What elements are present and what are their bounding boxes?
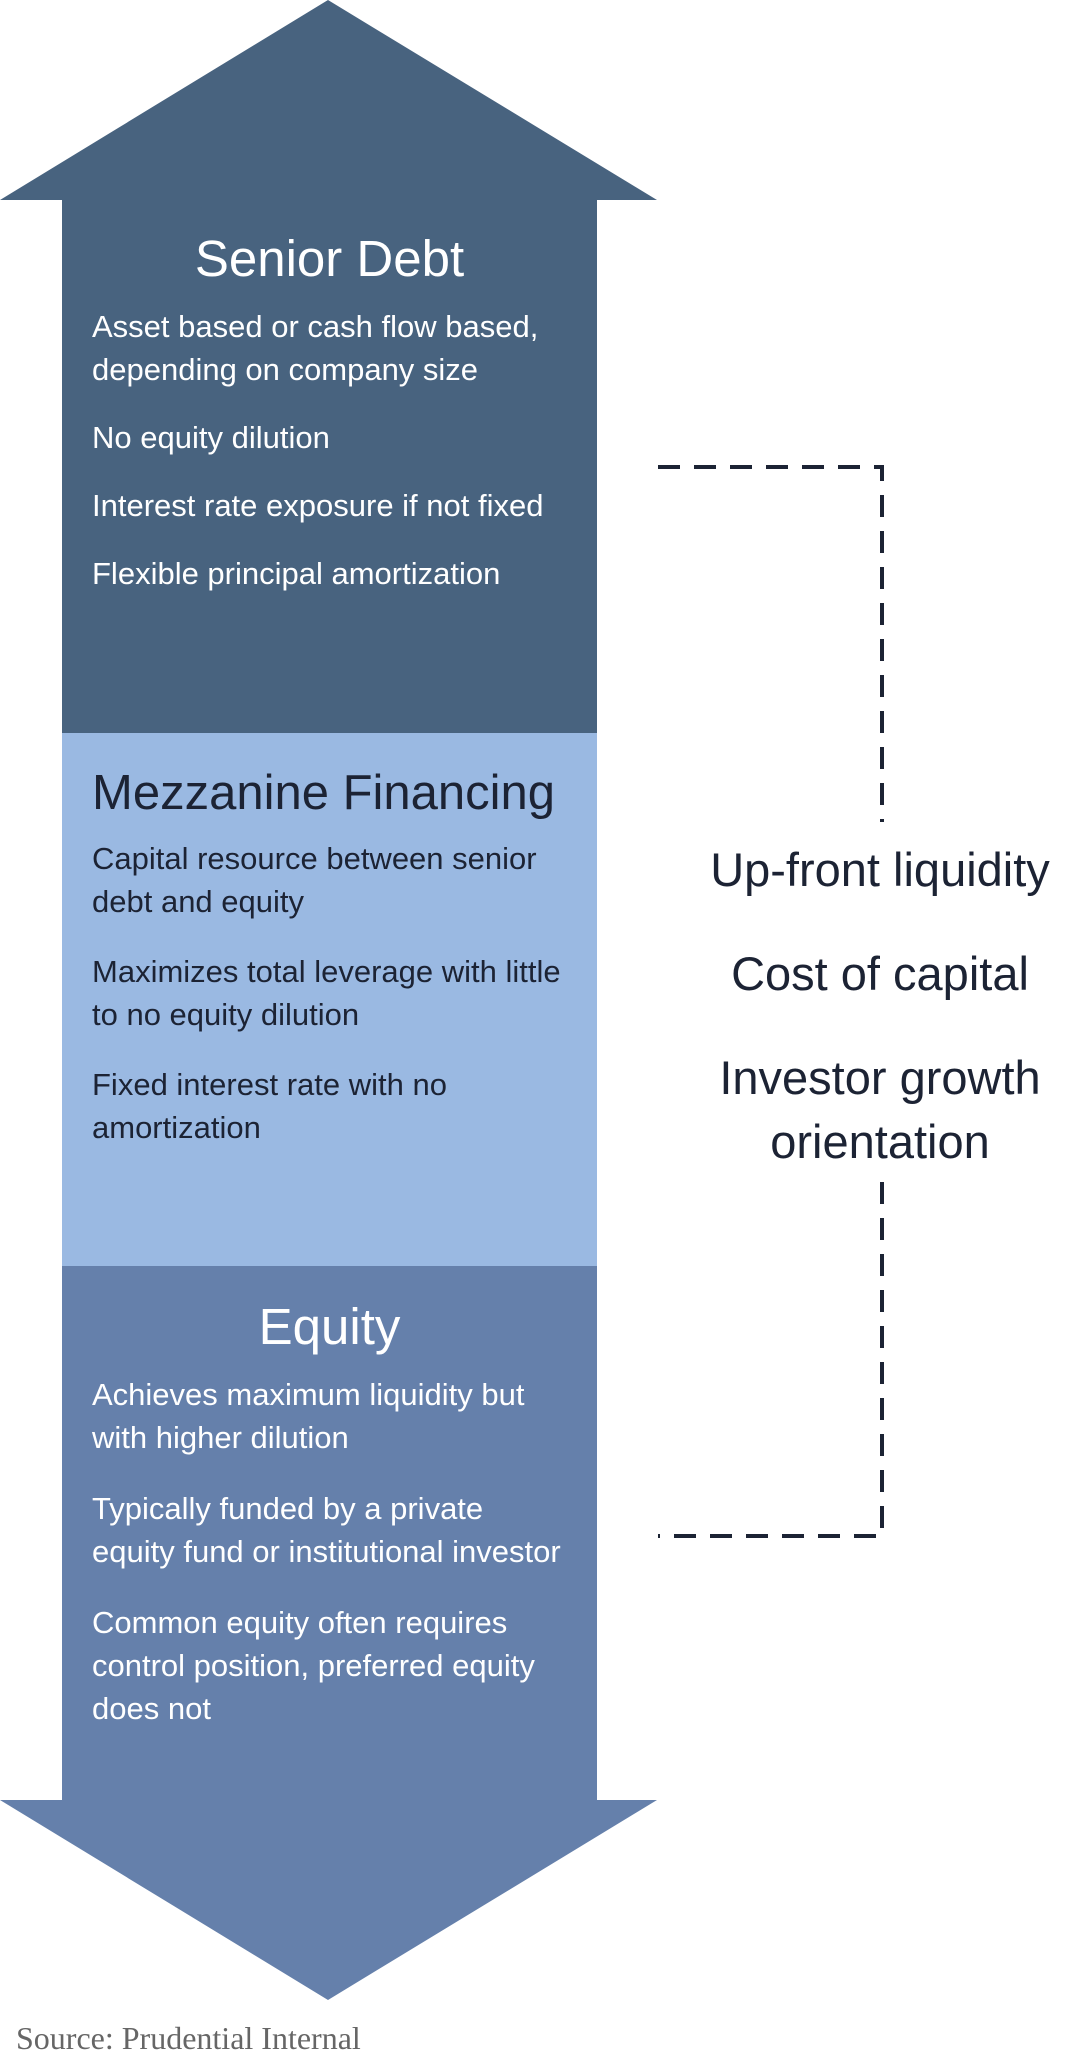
factor-cost-of-capital: Cost of capital [731,947,1029,1000]
mezzanine-title: Mezzanine Financing [92,766,556,820]
equity-point: Common equity often requires control pos… [92,1604,535,1726]
mezzanine-point: Fixed interest rate with no amortization [92,1067,447,1146]
equity-point: Typically funded by a private equity fun… [92,1490,561,1569]
source-note: Source: Prudential Internal [16,2020,361,2056]
senior-debt-title: Senior Debt [194,230,465,287]
mezzanine-band [62,733,597,1266]
equity-point: Achieves maximum liquidity but with high… [92,1376,525,1455]
mezzanine-section: Mezzanine Financing Capital resource bet… [62,765,597,1176]
senior-debt-point: Asset based or cash flow based, dependin… [92,308,539,387]
senior-debt-point: Flexible principal amortization [92,555,501,591]
factor-investor-growth-orientation: Investor growth orientation [719,1051,1041,1168]
senior-debt-arrowhead [0,0,657,733]
senior-debt-point: No equity dilution [92,419,330,455]
equity-arrowhead [0,1266,657,2000]
equity-title: Equity [258,1298,401,1355]
mezzanine-point: Capital resource between senior debt and… [92,841,537,920]
equity-section: Equity Achieves maximum liquidity but wi… [62,1298,597,1758]
bracket-top [658,465,884,822]
mezzanine-point: Maximizes total leverage with little to … [92,954,561,1033]
bracket-bottom [658,1182,884,1538]
senior-debt-point: Interest rate exposure if not fixed [92,487,544,523]
senior-debt-section: Senior Debt Asset based or cash flow bas… [62,230,597,620]
factor-up-front-liquidity: Up-front liquidity [710,843,1050,896]
